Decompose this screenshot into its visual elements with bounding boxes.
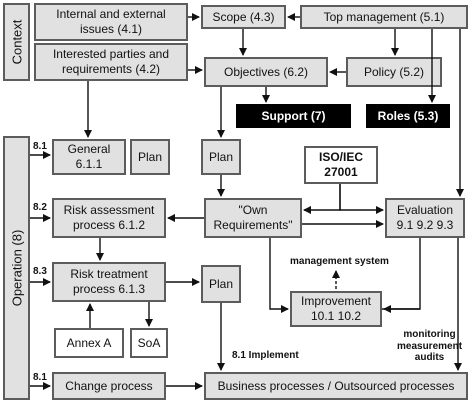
iso-27001-box: ISO/IEC 27001 [304,146,378,184]
management-system-label: management system [290,256,389,267]
policy-box: Policy (5.2) [346,57,442,87]
objectives-box: Objectives (6.2) [204,57,328,87]
arrow-evaluation-to-improvement [383,238,421,313]
monitoring-label: monitoring measurement audits [397,329,463,363]
arrow-iso-to-own [303,184,341,214]
roles-box: Roles (5.3) [366,104,450,128]
change-process-box: Change process [52,372,166,400]
arrow-iso-to-evaluation [339,184,384,214]
scope-box: Scope (4.3) [201,5,286,29]
implement-label: 8.1 Implement [232,350,299,361]
clause-8-1-label-bottom: 8.1 [33,372,47,383]
risk-assessment-box: Risk assessment process 6.1.2 [52,198,166,238]
plan-treatment-box: Plan [201,265,241,303]
operation-band: Operation (8) [3,136,30,400]
own-requirements-box: "Own Requirements" [204,198,302,238]
arrow-own-to-improvement [269,238,289,313]
plan-objectives-box: Plan [201,139,241,175]
clause-8-1-label-top: 8.1 [33,141,47,152]
annex-a-box: Annex A [54,328,124,358]
business-processes-box: Business processes / Outsourced processe… [204,372,468,400]
soa-box: SoA [130,328,168,358]
improvement-box: Improvement 10.1 10.2 [290,291,382,327]
top-management-box: Top management (5.1) [300,5,468,29]
general-box: General 6.1.1 [52,139,126,175]
plan-general-box: Plan [130,139,170,175]
clause-8-2-label: 8.2 [33,202,47,213]
internal-external-issues-box: Internal and external issues (4.1) [34,3,188,41]
context-band: Context [3,3,30,81]
clause-8-3-label: 8.3 [33,266,47,277]
interested-parties-box: Interested parties and requirements (4.2… [34,43,188,81]
evaluation-box: Evaluation 9.1 9.2 9.3 [385,198,465,238]
support-box: Support (7) [236,104,351,128]
risk-treatment-box: Risk treatment process 6.1.3 [52,262,166,302]
